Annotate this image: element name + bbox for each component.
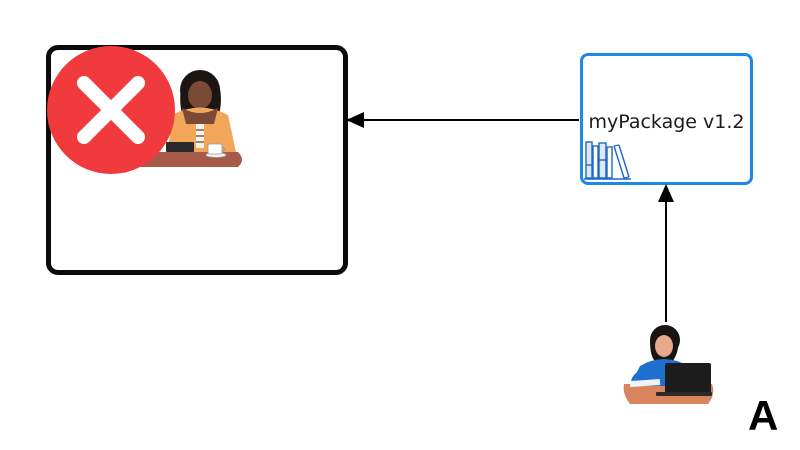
person-at-laptop-illustration xyxy=(623,325,714,404)
package-box: myPackage v1.2 xyxy=(580,53,753,185)
red-circle-x-icon xyxy=(47,46,175,174)
package-label: myPackage v1.2 xyxy=(588,111,745,133)
woman-at-desk-illustration xyxy=(138,70,242,167)
panel-label: A xyxy=(748,392,779,439)
stacked-books-icon xyxy=(584,141,631,180)
